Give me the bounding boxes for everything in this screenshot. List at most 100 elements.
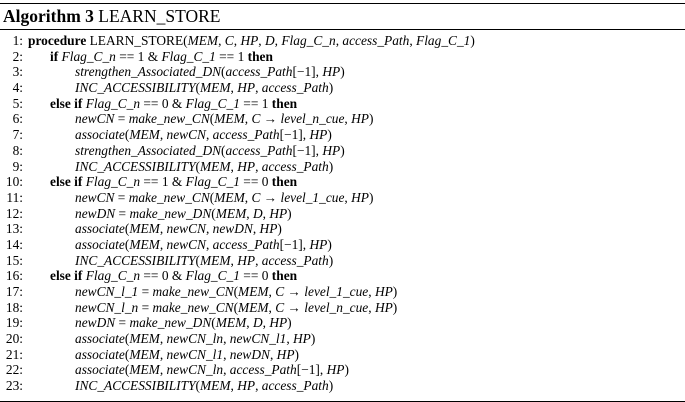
code-text: ( — [124, 362, 130, 378]
math-identifier: associate — [75, 362, 125, 378]
code-text: ) — [328, 252, 334, 268]
code-text: == 1 & — [115, 48, 162, 64]
code-text: , — [159, 221, 167, 237]
keyword: else if — [50, 95, 83, 111]
math-identifier: access_Path — [225, 64, 293, 80]
line-number: 18: — [5, 299, 23, 315]
math-identifier: make_new_CN — [152, 299, 234, 315]
math-identifier: access_Path — [212, 236, 280, 252]
line-number: 15: — [5, 252, 23, 268]
math-identifier: newCN — [166, 236, 206, 252]
line-code: else if Flag_C_n == 0 & Flag_C_1 == 1 th… — [50, 96, 297, 112]
keyword: else if — [50, 268, 83, 284]
math-identifier: newCN_l_1 — [75, 284, 139, 299]
code-text: → — [260, 111, 281, 127]
math-identifier: Flag_C_1 — [185, 268, 240, 284]
code-text: ( — [211, 315, 216, 331]
code-text: , — [230, 80, 238, 96]
code-text: == 0 & — [140, 95, 186, 111]
math-identifier: MEM — [215, 315, 247, 331]
line-number: 11: — [6, 189, 23, 205]
math-identifier: level_n_cue — [280, 111, 345, 127]
code-text: , — [230, 252, 238, 268]
line-code: newDN = make_new_DN(MEM, D, HP) — [75, 315, 292, 331]
math-identifier: INC_ACCESSIBILITY — [75, 158, 196, 174]
code-text: [−1], — [279, 127, 310, 143]
code-text: , — [244, 111, 252, 127]
code-text: , — [255, 378, 262, 394]
line-code: associate(MEM, newCN, access_Path[−1], H… — [75, 127, 332, 143]
math-identifier: newCN_ln — [166, 331, 224, 347]
code-text: , — [344, 111, 352, 127]
code-text: ( — [221, 64, 226, 80]
math-identifier: MEM — [200, 80, 231, 96]
code-text: ) — [392, 299, 398, 315]
code-text: , — [246, 315, 253, 331]
math-identifier: Flag_C_1 — [416, 33, 471, 48]
code-text: , — [274, 33, 282, 48]
line-number: 7: — [12, 127, 23, 143]
line-code: associate(MEM, newCN_ln, newCN_l1, HP) — [75, 331, 315, 347]
code-text: ( — [195, 252, 200, 268]
caption-rule — [0, 29, 685, 30]
code-text: ) — [327, 236, 332, 252]
code-text: , — [218, 33, 225, 48]
line-code: INC_ACCESSIBILITY(MEM, HP, access_Path) — [75, 159, 333, 175]
code-text: , — [223, 331, 230, 347]
line-code: strengthen_Associated_DN(access_Path[−1]… — [75, 143, 345, 159]
line-code: associate(MEM, newCN_l1, newDN, HP) — [75, 347, 299, 363]
math-identifier: MEM — [238, 299, 269, 315]
code-text: ) — [328, 158, 334, 174]
line-number: 20: — [5, 331, 23, 347]
algorithm-name: LEARN_STORE — [98, 6, 221, 26]
math-identifier: access_Path — [212, 127, 280, 143]
code-text: ) — [368, 111, 374, 127]
line-code: else if Flag_C_n == 1 & Flag_C_1 == 0 th… — [50, 174, 297, 190]
math-identifier: make_new_CN — [128, 189, 210, 205]
math-identifier: HP — [237, 80, 256, 96]
line-code: newCN = make_new_CN(MEM, C → level_1_cue… — [75, 190, 373, 206]
code-text: ( — [124, 236, 130, 252]
code-text: , — [159, 127, 167, 143]
code-text: = — [115, 315, 130, 331]
code-text: = — [138, 299, 153, 315]
math-identifier: make_new_DN — [129, 205, 212, 221]
math-identifier: make_new_DN — [129, 315, 212, 331]
code-text: ) — [470, 33, 475, 48]
code-text: ) — [287, 315, 292, 331]
line-number: 2: — [12, 48, 23, 64]
code-text: ( — [211, 205, 216, 221]
line-number: 21: — [5, 346, 23, 362]
code-text: ( — [124, 346, 130, 362]
code-text: == 0 & — [140, 268, 186, 284]
code-text: LEARN_STORE( — [86, 33, 188, 48]
math-identifier: C — [251, 111, 261, 127]
math-identifier: HP — [374, 284, 393, 299]
math-identifier: access_Path — [261, 80, 329, 96]
code-text: , — [262, 205, 270, 221]
code-text: ( — [124, 221, 130, 237]
math-identifier: C — [275, 299, 285, 315]
math-identifier: newCN — [166, 221, 206, 237]
code-text: ) — [328, 378, 334, 394]
code-text: , — [205, 236, 213, 252]
code-text: , — [205, 127, 213, 143]
math-identifier: HP — [322, 142, 341, 158]
math-identifier: HP — [240, 33, 259, 48]
code-text: ) — [328, 80, 334, 96]
code-text: , — [344, 189, 352, 205]
math-identifier: newCN — [75, 111, 115, 127]
math-identifier: associate — [75, 346, 125, 362]
math-identifier: MEM — [129, 236, 160, 252]
line-code: INC_ACCESSIBILITY(MEM, HP, access_Path) — [75, 80, 333, 96]
keyword: then — [271, 268, 298, 284]
math-identifier: MEM — [215, 205, 247, 221]
math-identifier: HP — [351, 111, 369, 127]
code-text: , — [262, 315, 270, 331]
code-text: == 1 & — [140, 174, 186, 190]
code-text: , — [246, 205, 253, 221]
code-text: , — [258, 33, 265, 48]
code-text: ) — [340, 142, 345, 158]
math-identifier: HP — [309, 236, 328, 252]
code-text: , — [159, 362, 167, 378]
